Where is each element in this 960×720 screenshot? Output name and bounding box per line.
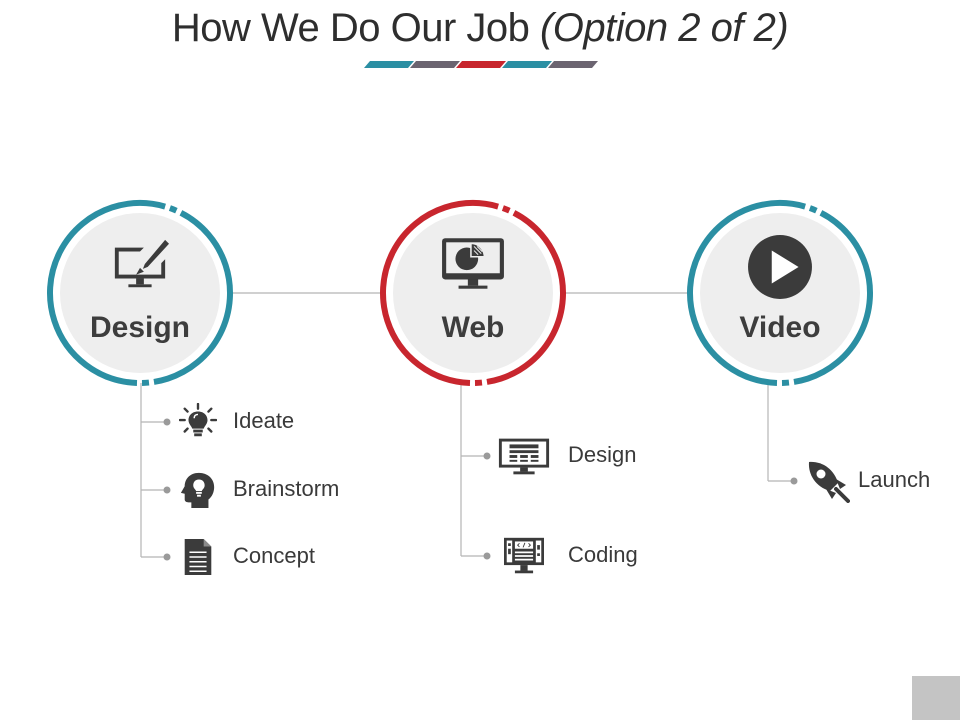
item-label: Ideate (233, 408, 295, 433)
branch-dot (790, 477, 798, 485)
item-label: Design (568, 442, 637, 467)
branch-dot (163, 418, 171, 426)
title-bar-segment (548, 61, 598, 68)
title-subtitle: (Option 2 of 2) (539, 6, 789, 50)
title-bar-segment (456, 61, 506, 68)
node-inner-disk (60, 213, 220, 373)
title-bar-segment (364, 61, 414, 68)
item-label: Brainstorm (233, 476, 340, 501)
head-idea-icon (180, 472, 215, 509)
play-button-icon (748, 235, 812, 299)
branch-dot (483, 552, 491, 560)
corner-box (912, 676, 960, 720)
node-circle (47, 200, 233, 387)
node-label: Web (441, 311, 505, 344)
node-ring (380, 200, 566, 386)
document-icon (183, 538, 213, 576)
item-label: Launch (858, 467, 931, 492)
page-title: How We Do Our Job (Option 2 of 2) (0, 4, 960, 52)
code-monitor-icon (502, 536, 546, 575)
node-circle (380, 200, 566, 386)
title-bar-segment (410, 61, 460, 68)
node-inner-disk (393, 213, 553, 373)
branch-dot (163, 553, 171, 561)
title-underline-bar (364, 61, 598, 68)
node-ring (687, 200, 873, 387)
item-label: Coding (568, 542, 638, 567)
item-label: Concept (233, 543, 315, 568)
node-label: Video (739, 311, 821, 344)
title-main: How We Do Our Job (171, 6, 540, 50)
rocket-icon (806, 459, 850, 503)
node-circles (47, 200, 873, 387)
branch-dot (483, 452, 491, 460)
lightbulb-icon (179, 403, 217, 438)
title-bar-segment (502, 61, 552, 68)
node-circle (687, 200, 873, 387)
node-ring (47, 200, 233, 387)
web-layout-icon (498, 438, 550, 475)
branch-dot (163, 486, 171, 494)
node-label: Design (89, 311, 191, 344)
